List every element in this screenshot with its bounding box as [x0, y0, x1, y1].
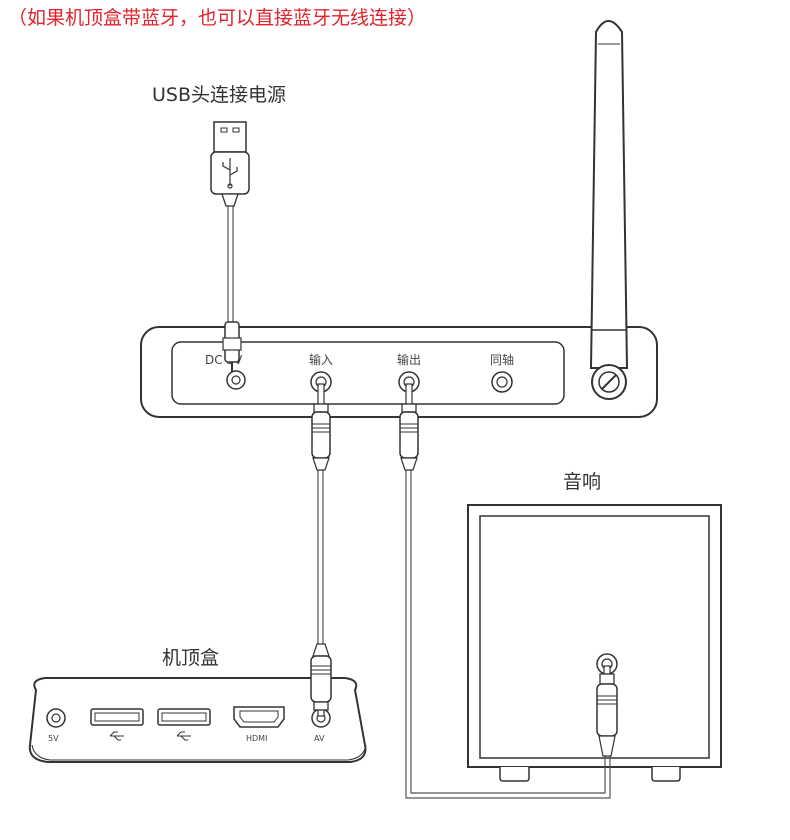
input-port-label: 输入 [309, 352, 333, 367]
set-top-box: 5V HDMI AV [28, 677, 367, 763]
cables [227, 200, 611, 799]
box-hdmi-label: HDMI [246, 734, 267, 743]
usb-symbol-icon [222, 158, 238, 189]
speaker-label: 音响 [563, 471, 602, 493]
usb-plug [210, 121, 250, 207]
dc-plug [222, 321, 242, 372]
box-hdmi-port [233, 706, 285, 728]
usb-icon [176, 731, 191, 741]
rca-plug-output-top [399, 383, 419, 471]
bluetooth-note: （如果机顶盒带蓝牙，也可以直接蓝牙无线连接） [8, 7, 427, 29]
output-port-label: 输出 [397, 352, 421, 367]
box-av-label: AV [314, 734, 325, 743]
rca-plug-output-bottom [596, 665, 618, 757]
coaxial-port-label: 同轴 [490, 352, 514, 367]
usb-power-label: USB头连接电源 [152, 84, 287, 106]
bluetooth-receiver: DC 5V 输入 输出 同轴 [140, 20, 658, 418]
rca-plug-input-top [311, 383, 331, 471]
box-power-label: 5V [48, 734, 59, 743]
rca-plug-input-bottom [310, 643, 332, 717]
speaker [467, 504, 722, 782]
antenna [589, 20, 629, 400]
box-usb-port-1 [90, 708, 144, 726]
box-usb-port-2 [157, 708, 211, 726]
usb-icon [109, 731, 124, 741]
set-top-box-label: 机顶盒 [162, 647, 220, 669]
